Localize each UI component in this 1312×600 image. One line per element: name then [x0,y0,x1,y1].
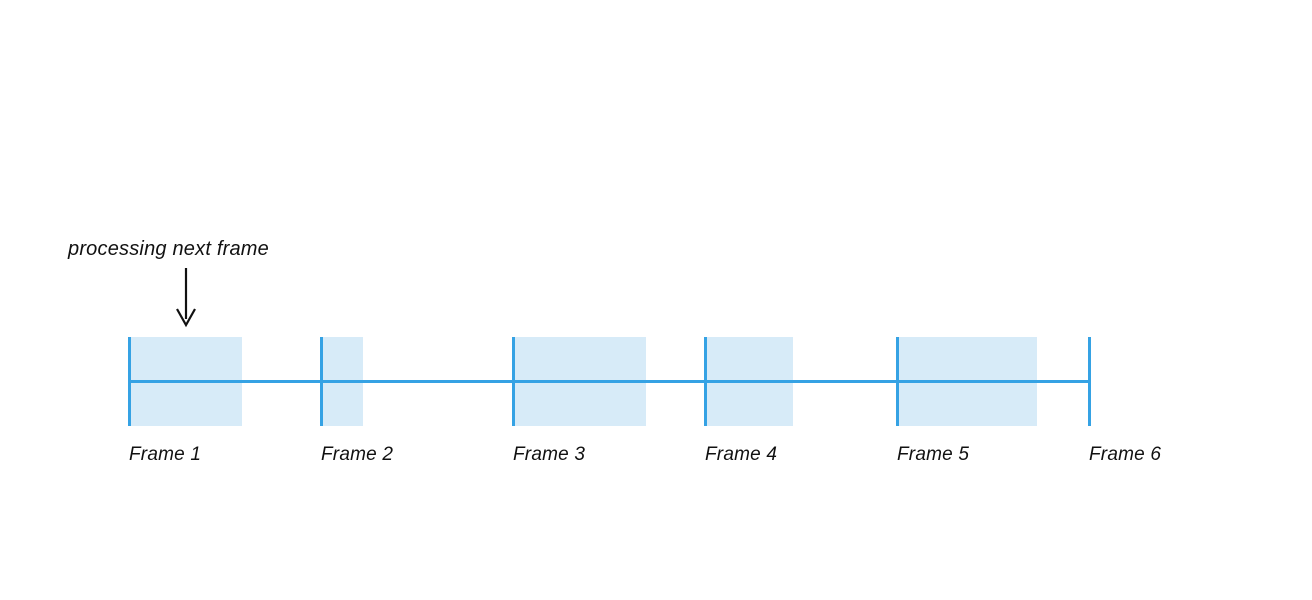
frame-tick [704,337,707,426]
frame-label: Frame 6 [1089,444,1162,465]
frame-label: Frame 2 [321,444,394,465]
frame-tick [128,337,131,426]
timeline-line [128,380,1090,383]
frame-tick [896,337,899,426]
frame-label: Frame 3 [513,444,586,465]
frame-tick [320,337,323,426]
down-arrow-icon [176,268,196,328]
frame-label: Frame 4 [705,444,778,465]
frame-tick [1088,337,1091,426]
frame-tick [512,337,515,426]
frame-label: Frame 5 [897,444,970,465]
frame-label: Frame 1 [129,444,202,465]
annotation-label: processing next frame [68,238,269,260]
